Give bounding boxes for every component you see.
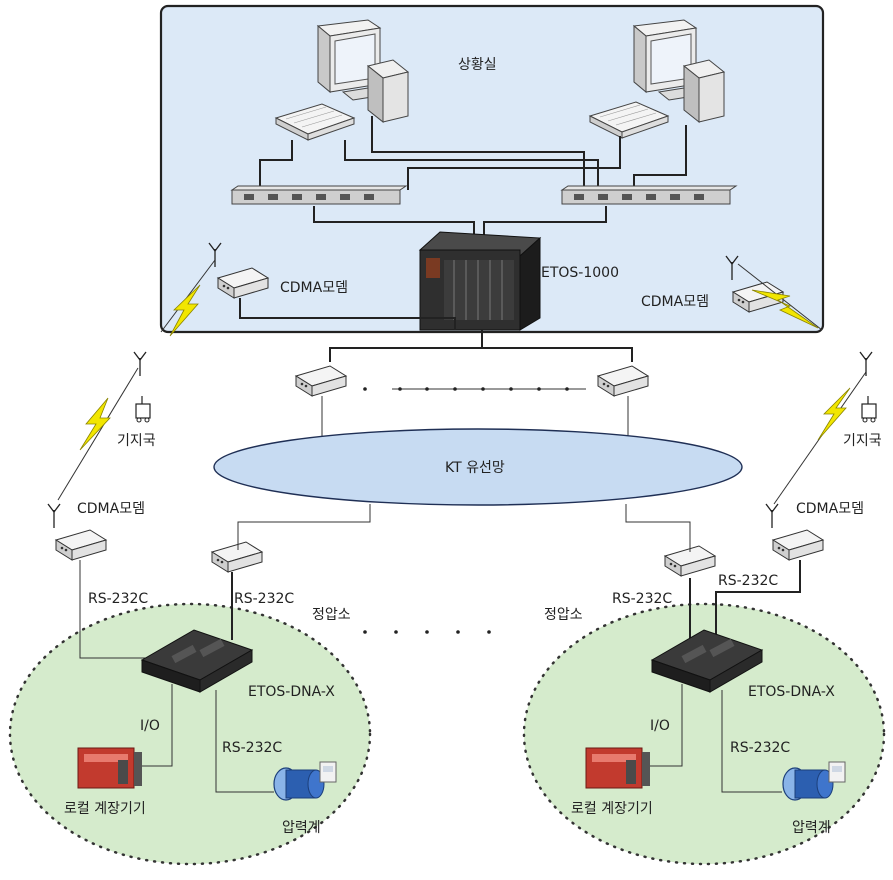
local-device-label-right: 로컬 계장기기 [571, 801, 653, 817]
hub-icon [561, 185, 737, 205]
antenna-icon [765, 503, 779, 529]
cdma-modem-label-bottom-left: CDMA모뎀 [77, 501, 145, 517]
rs232c-label-4: RS-232C [612, 591, 672, 607]
rs232c-label-6: RS-232C [730, 740, 790, 756]
station-separator-dots [363, 630, 491, 634]
etos1000-label: ETOS-1000 [541, 265, 619, 281]
modem-icon [211, 541, 263, 573]
hub-icon [231, 185, 407, 205]
local-device-label-left: 로컬 계장기기 [64, 801, 146, 817]
rack-server-icon [418, 231, 542, 331]
io-label-right: I/O [650, 718, 670, 734]
meter-device-icon [585, 747, 651, 789]
base-station-label-left: 기지국 [117, 433, 156, 449]
pressure-label-right: 압력계 [792, 820, 831, 836]
antenna-icon [47, 503, 61, 529]
lightning-icon [79, 397, 111, 451]
rs232c-label-3: RS-232C [222, 740, 282, 756]
base-station-label-right: 기지국 [843, 433, 882, 449]
lightning-icon [817, 387, 851, 441]
cdma-modem-label-left: CDMA모뎀 [280, 280, 348, 296]
kt-network-cloud [213, 428, 743, 506]
rs232c-label-1: RS-232C [88, 591, 148, 607]
control-room-label: 상황실 [458, 57, 497, 73]
base-station-icon [135, 395, 151, 423]
lightning-icon [751, 289, 819, 329]
etos-dna-label-right: ETOS-DNA-X [748, 684, 835, 700]
base-station-icon [861, 395, 877, 423]
station-label-left: 정압소 [312, 607, 351, 623]
kt-network-label: KT 유선망 [445, 460, 505, 476]
station-area-left [8, 602, 372, 866]
station-label-right: 정압소 [544, 607, 583, 623]
modem-icon [295, 365, 347, 397]
cdma-modem-label-bottom-right: CDMA모뎀 [796, 501, 864, 517]
rs232c-label-2: RS-232C [234, 591, 294, 607]
modem-icon [597, 365, 649, 397]
meter-device-icon [77, 747, 143, 789]
lightning-icon [169, 284, 201, 337]
cdma-modem-label-right: CDMA모뎀 [641, 294, 709, 310]
modem-icon [772, 529, 824, 561]
pressure-label-left: 압력계 [282, 820, 321, 836]
antenna-icon [859, 351, 873, 377]
dotted-connection [363, 387, 586, 391]
etos-dna-label-left: ETOS-DNA-X [248, 684, 335, 700]
modem-icon [55, 529, 107, 561]
io-label-left: I/O [140, 718, 160, 734]
rs232c-label-5: RS-232C [718, 573, 778, 589]
